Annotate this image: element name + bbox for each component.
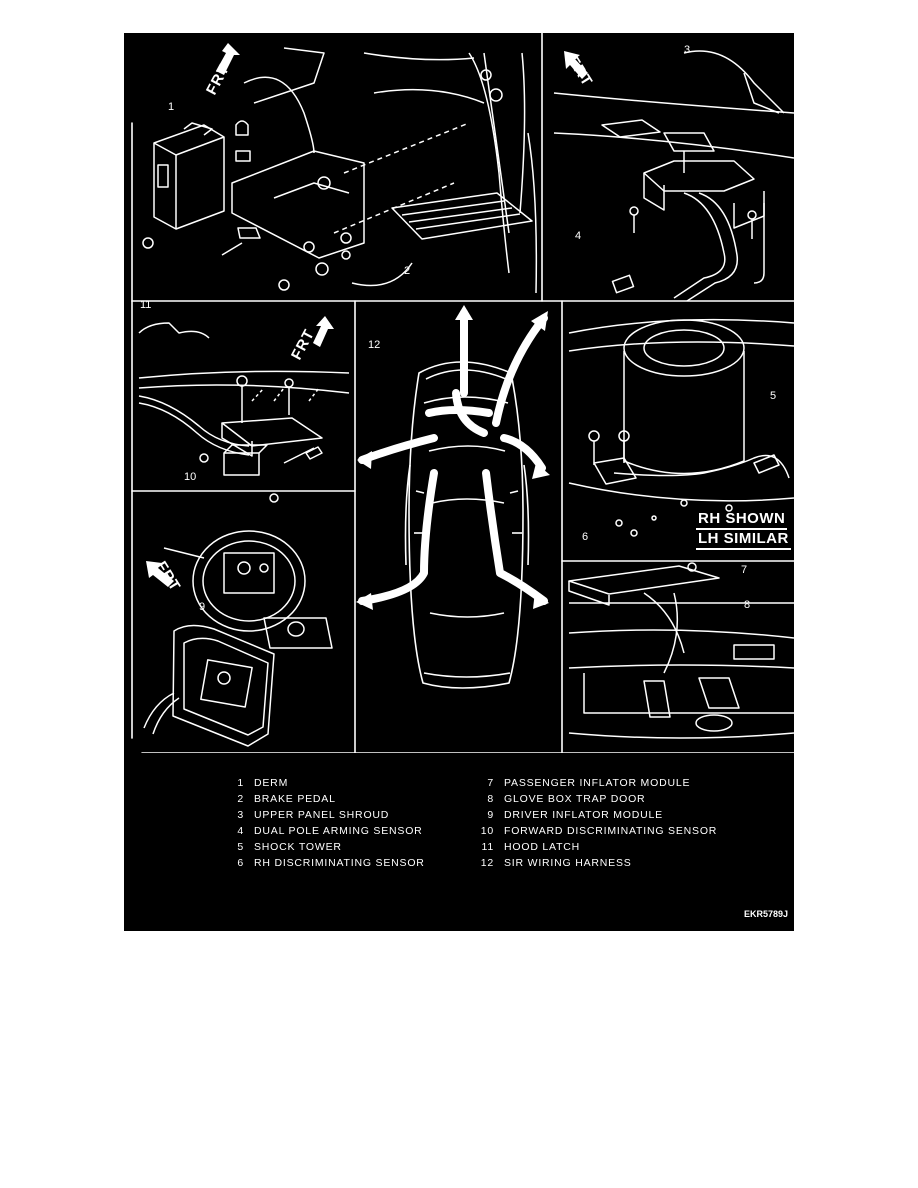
callout-10: 10	[184, 471, 197, 483]
callout-11: 11	[140, 299, 152, 311]
callout-3: 3	[684, 44, 691, 56]
brake-pedal-drawing	[253, 47, 538, 294]
sir-wiring-harness-drawing	[358, 309, 548, 605]
passenger-inflator-drawing	[568, 562, 794, 739]
arming-sensor-drawing	[553, 50, 794, 302]
callout-5: 5	[770, 390, 777, 402]
callout-12: 12	[368, 339, 381, 351]
figure-artwork	[131, 33, 794, 753]
callout-9: 9	[199, 601, 206, 613]
forward-sensor-drawing	[138, 322, 350, 476]
callout-4: 4	[575, 230, 582, 242]
rh-shown-note: RH SHOWN	[696, 510, 788, 530]
sir-component-location-figure: FRT FRT FRT FRT 1 2 3 4 5 6 7 8 9 10 11 …	[124, 33, 794, 931]
callout-1: 1	[168, 101, 175, 113]
frt-arrow-icons	[146, 43, 588, 587]
derm-module-drawing	[142, 76, 365, 291]
lh-similar-note: LH SIMILAR	[696, 530, 791, 550]
harness-arrowheads	[356, 305, 550, 610]
callout-8: 8	[744, 599, 751, 611]
figure-code: EKR5789J	[743, 909, 788, 919]
callout-7: 7	[741, 564, 748, 576]
callout-6: 6	[582, 531, 589, 543]
callout-2: 2	[404, 265, 411, 277]
shock-tower-drawing	[568, 318, 794, 537]
driver-inflator-drawing	[143, 493, 333, 747]
